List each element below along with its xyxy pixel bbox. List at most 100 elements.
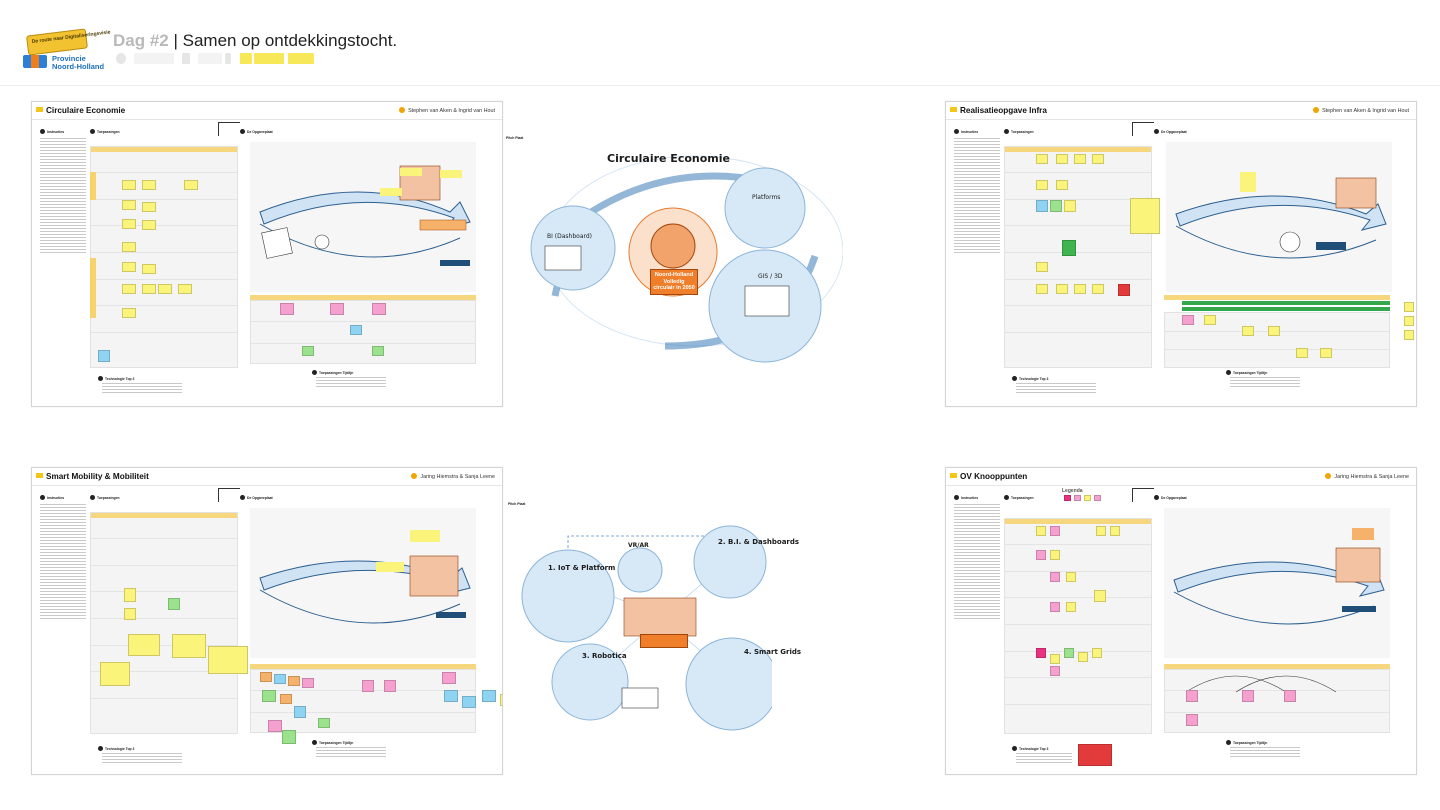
sticky-note[interactable] [184, 180, 198, 190]
sticky-note[interactable] [362, 680, 374, 692]
sticky-note[interactable] [1242, 690, 1254, 702]
sticky-note[interactable] [1056, 284, 1068, 294]
sticky-note[interactable] [1036, 648, 1046, 658]
sticky-note[interactable] [1050, 200, 1062, 212]
sticky-note[interactable] [1078, 652, 1088, 662]
sticky-note[interactable] [442, 672, 456, 684]
sticky-note[interactable] [142, 202, 156, 212]
sticky-note[interactable] [1036, 180, 1048, 190]
sticky-note[interactable] [124, 608, 136, 620]
sticky-note[interactable] [1050, 602, 1060, 612]
sticky-note[interactable] [1404, 316, 1414, 326]
sticky-note[interactable] [1092, 648, 1102, 658]
sticky-note[interactable] [1074, 154, 1086, 164]
board-smart-mobility[interactable]: Smart Mobility & Mobiliteit Jaring Hiems… [31, 467, 503, 775]
sticky-note[interactable] [1036, 200, 1048, 212]
sticky-note[interactable] [142, 180, 156, 190]
sticky-note[interactable] [98, 350, 110, 362]
sticky-note[interactable] [280, 303, 294, 315]
sticky-note[interactable] [288, 676, 300, 686]
sticky-note[interactable] [158, 284, 172, 294]
sticky-note[interactable] [1204, 315, 1216, 325]
sticky-note[interactable] [1064, 648, 1074, 658]
sticky-note[interactable] [268, 720, 282, 732]
sticky-note[interactable] [128, 634, 160, 656]
sticky-note[interactable] [1186, 690, 1198, 702]
sticky-note[interactable] [384, 680, 396, 692]
sticky-note[interactable] [1094, 590, 1106, 602]
sticky-note[interactable] [372, 346, 384, 356]
sticky-note[interactable] [1110, 526, 1120, 536]
sticky-note[interactable] [1056, 180, 1068, 190]
sticky-note[interactable] [260, 672, 272, 682]
sticky-note[interactable] [330, 303, 344, 315]
sticky-note[interactable] [462, 696, 476, 708]
sticky-note[interactable] [274, 674, 286, 684]
sticky-note[interactable] [1284, 690, 1296, 702]
board-circulaire-economie[interactable]: Circulaire Economie Stephen van Aken & I… [31, 101, 503, 407]
sticky-note[interactable] [1036, 262, 1048, 272]
sticky-note[interactable] [122, 308, 136, 318]
sticky-note[interactable] [1268, 326, 1280, 336]
sticky-note[interactable] [124, 588, 136, 602]
sticky-note[interactable] [1182, 315, 1194, 325]
sticky-note[interactable] [482, 690, 496, 702]
sticky-note[interactable] [302, 346, 314, 356]
sticky-note[interactable] [1036, 284, 1048, 294]
sticky-note[interactable] [318, 718, 330, 728]
sticky-note[interactable] [122, 200, 136, 210]
sticky-note[interactable] [280, 694, 292, 704]
sticky-note[interactable] [1074, 284, 1086, 294]
sticky-note[interactable] [100, 662, 130, 686]
sticky-note[interactable] [122, 262, 136, 272]
sticky-note[interactable] [168, 598, 180, 610]
sticky-note[interactable] [262, 690, 276, 702]
sticky-note[interactable] [142, 220, 156, 230]
sticky-note[interactable] [350, 325, 362, 335]
table-row [251, 321, 475, 322]
sticky-note[interactable] [1078, 744, 1112, 766]
sticky-note[interactable] [1050, 526, 1060, 536]
sticky-note[interactable] [1320, 348, 1332, 358]
sticky-note[interactable] [1056, 154, 1068, 164]
sticky-note[interactable] [142, 284, 156, 294]
sticky-note[interactable] [1404, 330, 1414, 340]
sticky-note[interactable] [444, 690, 458, 702]
sticky-note[interactable] [1404, 302, 1414, 312]
sticky-note[interactable] [1050, 666, 1060, 676]
sticky-note[interactable] [172, 634, 206, 658]
sticky-note[interactable] [122, 219, 136, 229]
board-ov-knooppunten[interactable]: OV Knooppunten Jaring Hiemstra & Sanja L… [945, 467, 1417, 775]
sticky-note[interactable] [1050, 654, 1060, 664]
sticky-note[interactable] [1066, 572, 1076, 582]
sticky-note[interactable] [500, 694, 502, 706]
sticky-note[interactable] [282, 730, 296, 744]
sticky-note[interactable] [122, 242, 136, 252]
sticky-note[interactable] [1036, 550, 1046, 560]
sticky-note[interactable] [142, 264, 156, 274]
sticky-note[interactable] [1036, 154, 1048, 164]
sticky-note[interactable] [1062, 240, 1076, 256]
sticky-note[interactable] [178, 284, 192, 294]
sticky-note[interactable] [372, 303, 386, 315]
sticky-note[interactable] [1036, 526, 1046, 536]
sticky-note[interactable] [302, 678, 314, 688]
sticky-note[interactable] [208, 646, 248, 674]
sticky-note[interactable] [1064, 200, 1076, 212]
sticky-note[interactable] [1296, 348, 1308, 358]
sticky-note[interactable] [1242, 326, 1254, 336]
sticky-note[interactable] [122, 284, 136, 294]
sticky-note[interactable] [1186, 714, 1198, 726]
board-realisatieopgave-infra[interactable]: Realisatieopgave Infra Stephen van Aken … [945, 101, 1417, 407]
sticky-note[interactable] [1096, 526, 1106, 536]
sticky-note[interactable] [1130, 198, 1160, 234]
sticky-note[interactable] [1092, 284, 1104, 294]
sticky-note[interactable] [1092, 154, 1104, 164]
sticky-note[interactable] [294, 706, 306, 718]
sticky-note[interactable] [1050, 572, 1060, 582]
sticky-note[interactable] [1118, 284, 1130, 296]
sticky-note[interactable] [122, 180, 136, 190]
sticky-note[interactable] [1066, 602, 1076, 612]
sticky-note[interactable] [1050, 550, 1060, 560]
flag-icon [36, 107, 43, 112]
